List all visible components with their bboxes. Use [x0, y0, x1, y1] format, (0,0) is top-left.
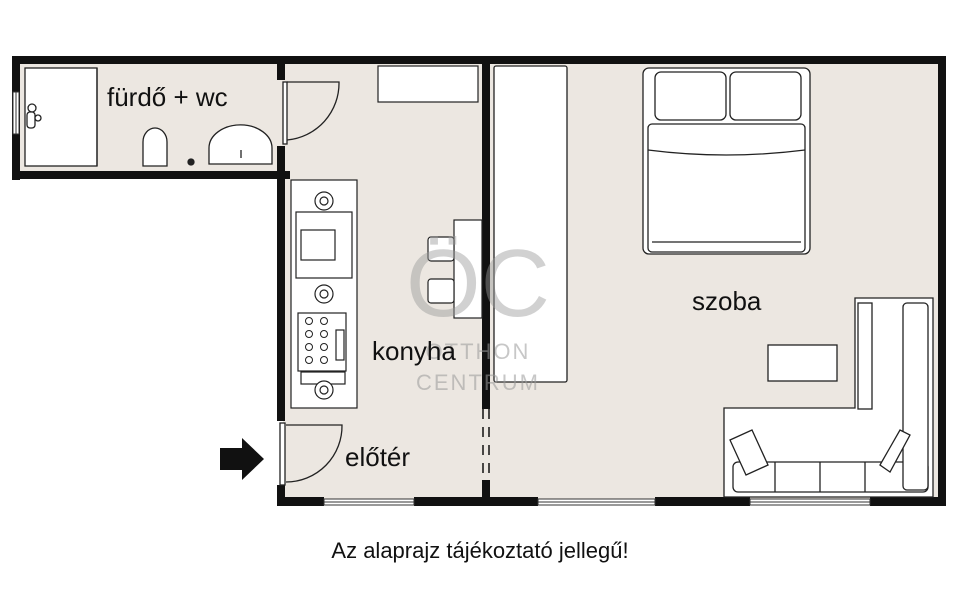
opening-marks [482, 409, 490, 480]
wardrobe [493, 65, 568, 383]
shower-tap-icon [26, 103, 42, 129]
stove-knobs [305, 317, 328, 364]
chair [427, 236, 455, 262]
tap-icon [187, 158, 195, 166]
sofa [723, 297, 934, 498]
sink-icon [208, 124, 273, 165]
bathroom-fixtures [24, 67, 273, 167]
watermark-line1: OTTHON [426, 339, 531, 364]
room-label-kitchen: konyha [372, 336, 456, 366]
watermark-line2: CENTRUM [416, 370, 540, 395]
entrance-arrow-icon [220, 438, 264, 480]
bed [642, 67, 811, 255]
doors [279, 81, 343, 486]
room-label-hall: előtér [345, 442, 410, 472]
wall-cabinet [377, 65, 479, 103]
dining-table [453, 219, 483, 319]
chair [427, 278, 455, 304]
walls [12, 56, 946, 506]
disclaimer-caption: Az alaprajz tájékoztató jellegű! [331, 538, 629, 563]
watermark: ÖC OTTHON CENTRUM [406, 230, 550, 395]
windows [12, 91, 871, 506]
kitchen-fixtures [290, 65, 483, 409]
watermark-logo: ÖC [406, 230, 550, 337]
coffee-table [767, 344, 838, 382]
room-label-bathroom: fürdő + wc [107, 82, 228, 112]
toilet-icon [142, 127, 168, 167]
room-furniture [493, 65, 934, 498]
room-label-room: szoba [692, 286, 762, 316]
